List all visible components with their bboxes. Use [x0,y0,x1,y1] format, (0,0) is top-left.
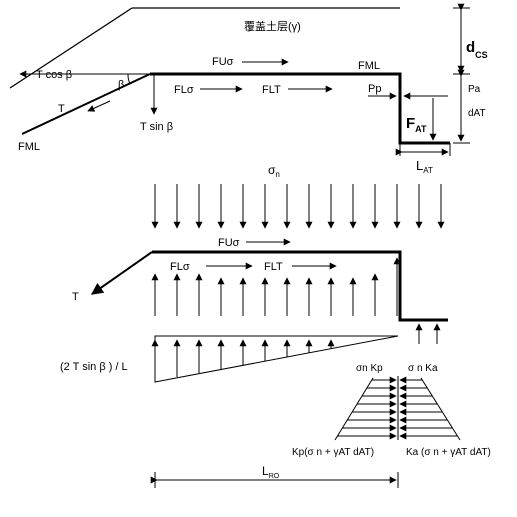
triangular-load [154,335,399,383]
trench-bottom-arrows [415,323,441,344]
two-t-sin-label: (2 T sin β ) / L [60,361,128,373]
sigma-kp-label: σn Kp [356,363,383,374]
sigma-ka-label: σ n Ka [408,363,438,374]
l-ro-label: LRO [262,464,280,480]
fml-left-label: FML [18,141,40,153]
fl-sigma-top-label: FLσ [174,84,194,96]
t-lower-label: T [72,291,79,303]
d-at-label: dAT [468,108,486,119]
t-upper-label: T [58,103,65,115]
l-ro-dimension [150,472,399,488]
geomembrane-middle [91,250,448,322]
ka-expression-label: Ka (σ n + γAT dAT) [406,447,491,458]
pa-label: Pa [468,84,481,95]
kp-expression-label: Kp(σ n + γAT dAT) [292,447,374,458]
fu-sigma-mid-label: FUσ [218,237,240,249]
fl-sigma-mid-label: FLσ [170,261,190,273]
flt-mid-label: FLT [264,261,283,273]
reaction-arrows-upper [151,257,401,316]
depth-dimension [453,3,470,144]
t-sin-label: T sin β [140,121,173,133]
triangular-load-arrows [151,339,335,381]
ground-surface [9,7,400,89]
t-cos-label: T cos β [36,69,72,81]
fu-sigma-top-label: FUσ [212,56,234,68]
beta-label: β [118,79,124,91]
f-at-label: FAT [406,115,427,134]
l-at-dimension [395,143,451,156]
d-cs-label: dCS [466,39,488,60]
normal-stress-arrows [151,184,445,229]
earth-pressure-trapezoid [334,376,461,441]
sigma-n-label: σn [268,163,280,179]
cover-soil-label: 覆盖土层(γ) [244,19,301,33]
beta-arc [127,73,131,85]
t-slope-arrow [87,100,111,112]
geomembrane-top [21,72,450,145]
passive-pressure-arrows [337,376,397,440]
active-pressure-arrows [399,376,457,440]
pp-label: Pp [368,83,381,95]
l-at-label: LAT [416,158,433,175]
fml-top-label: FML [358,60,380,72]
flt-top-label: FLT [262,84,281,96]
